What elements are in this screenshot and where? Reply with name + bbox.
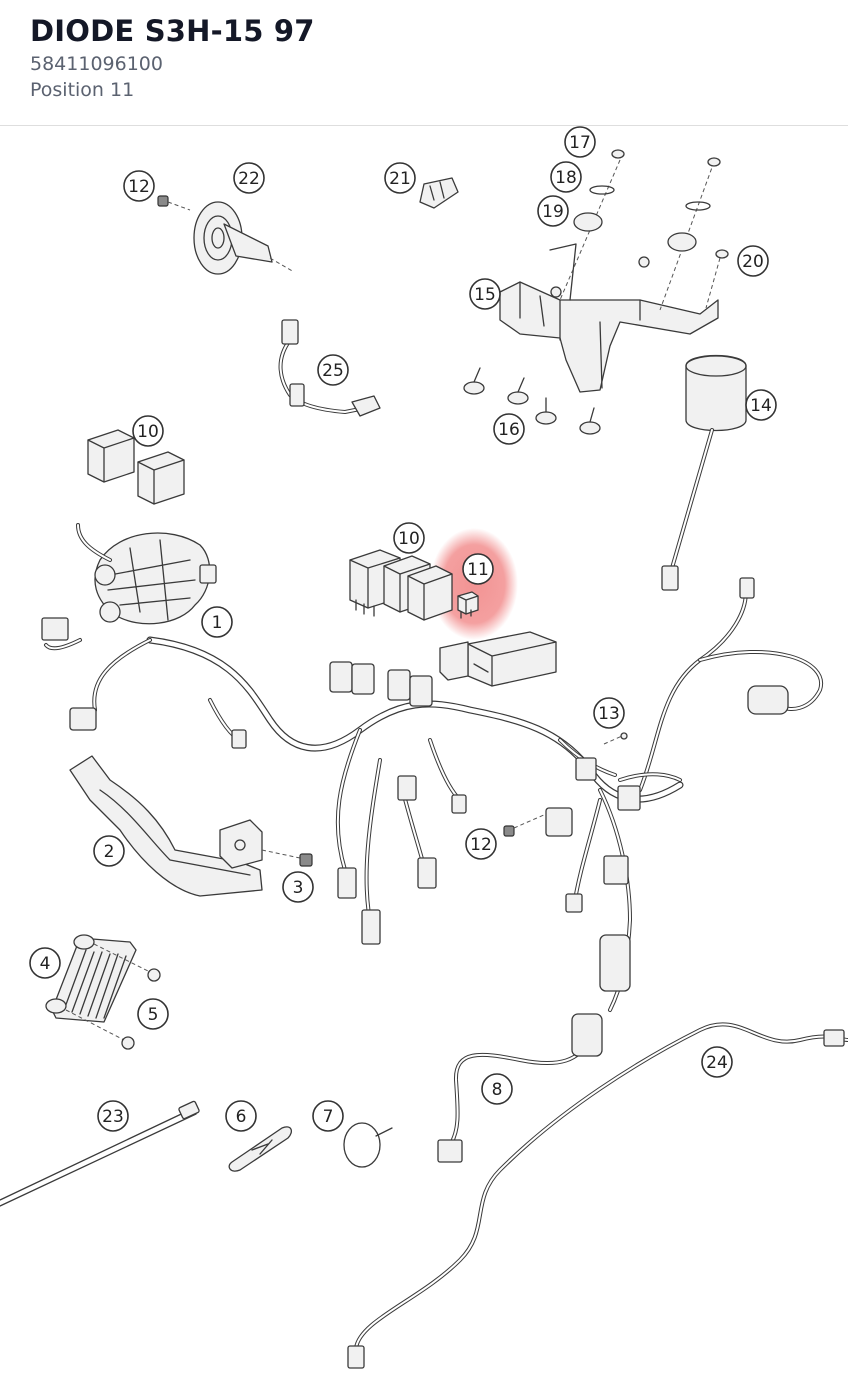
callout-7[interactable]: 7 bbox=[312, 1100, 344, 1132]
part-17-19-mount-stack bbox=[573, 149, 721, 252]
callout-1[interactable]: 1 bbox=[201, 606, 233, 638]
part-position: Position 11 bbox=[30, 79, 135, 101]
svg-text:21: 21 bbox=[389, 169, 411, 189]
svg-text:20: 20 bbox=[742, 252, 764, 272]
callout-2[interactable]: 2 bbox=[93, 835, 125, 867]
svg-text:12: 12 bbox=[470, 835, 492, 855]
part-2-bracket bbox=[69, 755, 263, 897]
part-1-sub-harness bbox=[41, 523, 217, 651]
part-24-cable bbox=[347, 1022, 848, 1369]
part-3-screw bbox=[261, 849, 313, 867]
part-25-harness bbox=[278, 319, 381, 417]
part-13-pin bbox=[603, 732, 628, 745]
fuse-box bbox=[439, 631, 557, 687]
callout-12-bottom[interactable]: 12 bbox=[465, 828, 497, 860]
part-15-bracket bbox=[499, 159, 719, 393]
part-7-cable-tie bbox=[343, 1122, 393, 1168]
svg-text:5: 5 bbox=[148, 1005, 159, 1025]
svg-text:4: 4 bbox=[40, 954, 51, 974]
callout-11[interactable]: 11 bbox=[462, 553, 494, 585]
callout-20[interactable]: 20 bbox=[737, 245, 769, 277]
callout-24[interactable]: 24 bbox=[701, 1046, 733, 1078]
svg-text:8: 8 bbox=[492, 1080, 503, 1100]
callout-16[interactable]: 16 bbox=[493, 413, 525, 445]
part-4-regulator bbox=[45, 934, 137, 1023]
svg-text:16: 16 bbox=[498, 420, 520, 440]
part-6-fuse bbox=[228, 1126, 293, 1172]
svg-text:17: 17 bbox=[569, 133, 591, 153]
svg-text:6: 6 bbox=[236, 1107, 247, 1127]
svg-text:12: 12 bbox=[128, 177, 150, 197]
svg-text:18: 18 bbox=[555, 168, 577, 188]
svg-text:11: 11 bbox=[467, 560, 489, 580]
part-14-relay bbox=[661, 354, 747, 591]
svg-text:10: 10 bbox=[398, 529, 420, 549]
part-16-rubber-feet bbox=[463, 367, 601, 435]
part-20-screw bbox=[705, 249, 729, 309]
svg-text:1: 1 bbox=[212, 613, 223, 633]
callout-15[interactable]: 15 bbox=[469, 278, 501, 310]
callout-8[interactable]: 8 bbox=[481, 1073, 513, 1105]
callout-17[interactable]: 17 bbox=[564, 126, 596, 158]
part-8-cable bbox=[437, 1013, 603, 1163]
svg-text:15: 15 bbox=[474, 285, 496, 305]
callout-10-center[interactable]: 10 bbox=[393, 522, 425, 554]
part-11-diode bbox=[457, 591, 479, 619]
part-21-sensor bbox=[419, 177, 459, 209]
callout-22[interactable]: 22 bbox=[233, 162, 265, 194]
callout-5[interactable]: 5 bbox=[137, 998, 169, 1030]
svg-text:24: 24 bbox=[706, 1053, 728, 1073]
svg-text:23: 23 bbox=[102, 1107, 124, 1127]
part-10-relays-left bbox=[87, 429, 185, 505]
harness-connectors bbox=[69, 577, 789, 992]
svg-text:19: 19 bbox=[542, 202, 564, 222]
svg-text:13: 13 bbox=[598, 704, 620, 724]
svg-text:7: 7 bbox=[323, 1107, 334, 1127]
svg-text:10: 10 bbox=[137, 422, 159, 442]
callout-25[interactable]: 25 bbox=[317, 354, 349, 386]
callout-10-left[interactable]: 10 bbox=[132, 415, 164, 447]
callout-3[interactable]: 3 bbox=[282, 871, 314, 903]
callout-21[interactable]: 21 bbox=[384, 162, 416, 194]
part-title: DIODE S3H-15 97 bbox=[30, 14, 315, 48]
callout-23[interactable]: 23 bbox=[97, 1100, 129, 1132]
callout-4[interactable]: 4 bbox=[29, 947, 61, 979]
part-10-relays-center bbox=[349, 549, 453, 621]
callout-19[interactable]: 19 bbox=[537, 195, 569, 227]
callout-18[interactable]: 18 bbox=[550, 161, 582, 193]
callout-13[interactable]: 13 bbox=[593, 697, 625, 729]
svg-text:3: 3 bbox=[293, 878, 304, 898]
diagram-drawing: 1 2 3 4 5 6 7 8 10 10 11 12 12 13 14 15 … bbox=[0, 126, 848, 1369]
svg-text:2: 2 bbox=[104, 842, 115, 862]
part-header: DIODE S3H-15 97 58411096100 Position 11 bbox=[0, 0, 848, 126]
callout-14[interactable]: 14 bbox=[745, 389, 777, 421]
svg-text:25: 25 bbox=[322, 361, 344, 381]
callout-12-top[interactable]: 12 bbox=[123, 170, 155, 202]
svg-text:14: 14 bbox=[750, 396, 772, 416]
part-22-horn bbox=[193, 201, 295, 275]
part-12-screw-top bbox=[157, 195, 191, 211]
part-12-screw-bottom bbox=[503, 813, 547, 837]
svg-text:22: 22 bbox=[238, 169, 260, 189]
part-5-screws bbox=[65, 943, 161, 1050]
part-23-cable-tie bbox=[0, 1100, 200, 1207]
exploded-parts-diagram[interactable]: 1 2 3 4 5 6 7 8 10 10 11 12 12 13 14 15 … bbox=[0, 126, 848, 1390]
part-number: 58411096100 bbox=[30, 53, 163, 75]
callout-6[interactable]: 6 bbox=[225, 1100, 257, 1132]
